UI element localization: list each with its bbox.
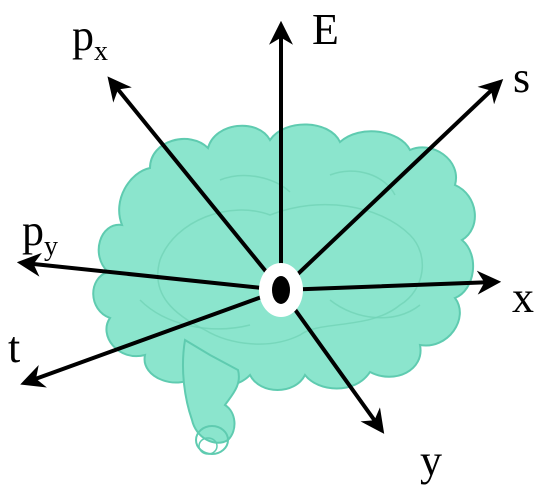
- label-x: x: [512, 273, 534, 322]
- cloud-outline: [92, 123, 476, 391]
- label-py: py: [22, 206, 58, 262]
- cloud-inner-contour-3: [219, 170, 396, 196]
- cloud-stem-loop-inner: [198, 437, 218, 455]
- arrow-px: [107, 76, 283, 292]
- arrow-y: [279, 288, 385, 434]
- axes-arrows: [16, 20, 504, 434]
- arrow-t: [20, 288, 283, 388]
- label-E: E: [312, 5, 339, 54]
- cloud-inner-contour: [157, 203, 424, 345]
- arrow-x: [279, 270, 502, 295]
- label-s: s: [513, 53, 530, 102]
- label-t: t: [8, 323, 20, 372]
- arrow-py: [16, 252, 283, 292]
- arrow-s: [279, 79, 504, 292]
- origin-point: [259, 263, 303, 317]
- label-px: px: [72, 11, 108, 67]
- cloud-inner-contour-2: [139, 299, 421, 330]
- origin-dot: [272, 276, 290, 304]
- label-y: y: [420, 436, 442, 485]
